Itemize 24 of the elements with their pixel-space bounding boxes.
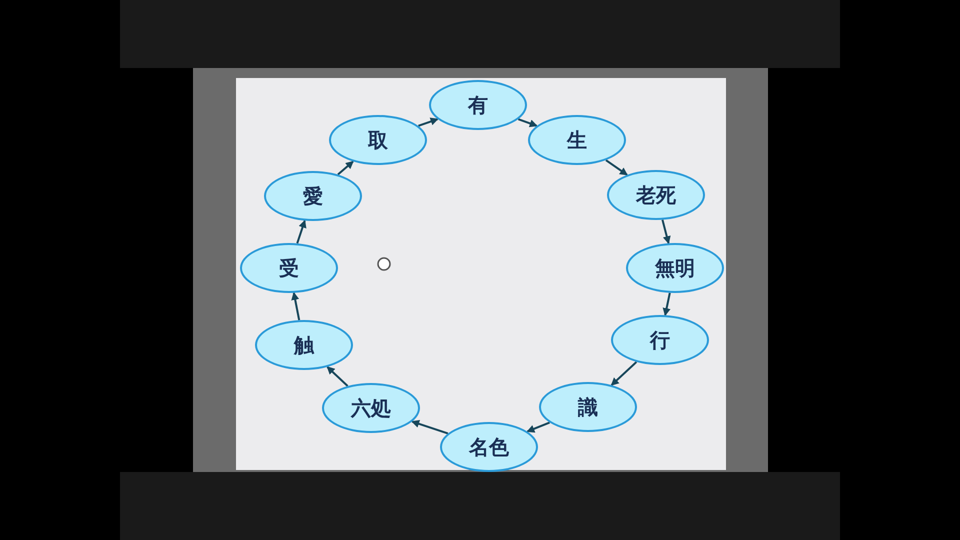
arrow [526, 422, 550, 433]
arrow [411, 420, 448, 434]
node-label: 生 [567, 126, 587, 154]
node-label: 六処 [351, 394, 391, 422]
node-label: 無明 [655, 254, 695, 282]
arrow [518, 118, 538, 128]
arrow [291, 292, 300, 320]
arrow [662, 292, 671, 316]
node-label: 触 [294, 332, 314, 358]
node-label: 行 [650, 326, 670, 354]
node-label: 識 [578, 394, 598, 420]
arrow [418, 118, 439, 127]
node-label: 老死 [636, 182, 676, 208]
node-label: 有 [468, 92, 488, 118]
arrow [605, 159, 628, 176]
arrow [337, 160, 354, 176]
node-label: 名色 [469, 434, 509, 460]
node-label: 取 [368, 126, 388, 154]
arrow [296, 220, 306, 244]
arrow [326, 366, 348, 387]
arrow [610, 361, 638, 386]
node-label: 受 [279, 254, 299, 282]
node-label: 愛 [303, 182, 323, 210]
arrow [661, 220, 671, 244]
